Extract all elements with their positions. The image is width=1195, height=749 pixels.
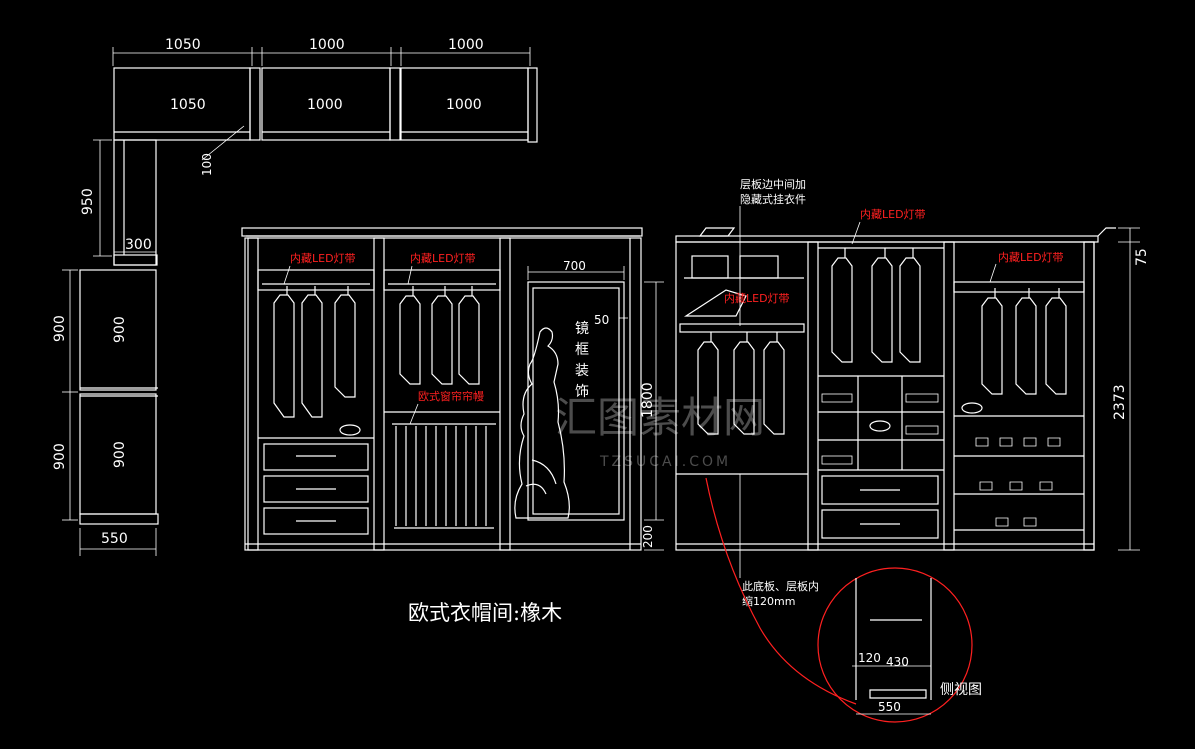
front-elevation-left: 内藏LED灯带 内藏LED灯带 欧式窗帘帘幔 700 50 (241, 227, 664, 551)
plan-dim-3: 1000 (448, 37, 484, 53)
mirror-char-3: 装 (575, 363, 589, 379)
plan-dim-1: 1050 (165, 37, 201, 53)
hanger-note-1: 层板边中间加 (740, 177, 806, 191)
plan-panel-2: 1000 (307, 97, 343, 113)
shelf-note-1: 此底板、层板内 (742, 579, 819, 593)
mirror-width: 700 (563, 259, 586, 273)
front-elevation-right: 内藏LED灯带 层板边中间加 隐藏式挂衣件 内藏LED灯带 内藏LED灯带 (675, 177, 1150, 608)
curtain-label: 欧式窗帘帘幔 (418, 389, 484, 403)
side-inner-h1: 900 (112, 316, 128, 343)
right-total-height: 2373 (1112, 384, 1128, 420)
plan-depth: 100 (200, 153, 214, 176)
watermark-site: TZSUCAI.COM (599, 454, 731, 470)
mirror-char-2: 框 (575, 342, 589, 358)
side-outer-h2: 900 (52, 443, 68, 470)
shelf-note-2: 缩120mm (742, 595, 795, 608)
detail-dim-c: 550 (878, 700, 901, 714)
side-inner-h2: 900 (112, 441, 128, 468)
led-label-l2: 内藏LED灯带 (410, 251, 476, 265)
detail-dim-b: 430 (886, 655, 909, 669)
plan-dim-2: 1000 (309, 37, 345, 53)
hanger-note-2: 隐藏式挂衣件 (740, 192, 806, 206)
led-label-r2: 内藏LED灯带 (860, 207, 926, 221)
plan-panel-1: 1050 (170, 97, 206, 113)
plan-left-width: 300 (125, 237, 152, 253)
mirror-char-4: 饰 (575, 384, 589, 400)
right-top-height: 75 (1134, 248, 1150, 266)
side-outer-h1: 900 (52, 315, 68, 342)
plan-view: 1050 1000 1000 1050 1000 1000 100 950 30… (80, 37, 538, 266)
left-base: 200 (641, 525, 655, 548)
side-view-label: 侧视图 (940, 682, 982, 698)
mirror-offset: 50 (594, 313, 609, 327)
led-label-r3: 内藏LED灯带 (998, 250, 1064, 264)
led-label-l1: 内藏LED灯带 (290, 251, 356, 265)
left-height: 1800 (640, 382, 656, 418)
drawing-title: 欧式衣帽间:橡木 (408, 601, 562, 625)
watermark-brand: 汇图素材网 (555, 393, 765, 442)
side-width: 550 (101, 531, 128, 547)
plan-panel-3: 1000 (446, 97, 482, 113)
plan-left-height: 950 (80, 188, 96, 215)
mirror-char-1: 镜 (575, 321, 589, 337)
watermark: 汇图素材网 TZSUCAI.COM (555, 393, 765, 470)
detail-callout: 120 430 550 侧视图 (705, 477, 982, 723)
detail-dim-a: 120 (858, 651, 881, 665)
statue-figure (514, 327, 570, 519)
side-elevation: 900 900 900 900 550 (52, 269, 159, 556)
led-label-r1: 内藏LED灯带 (724, 291, 790, 305)
